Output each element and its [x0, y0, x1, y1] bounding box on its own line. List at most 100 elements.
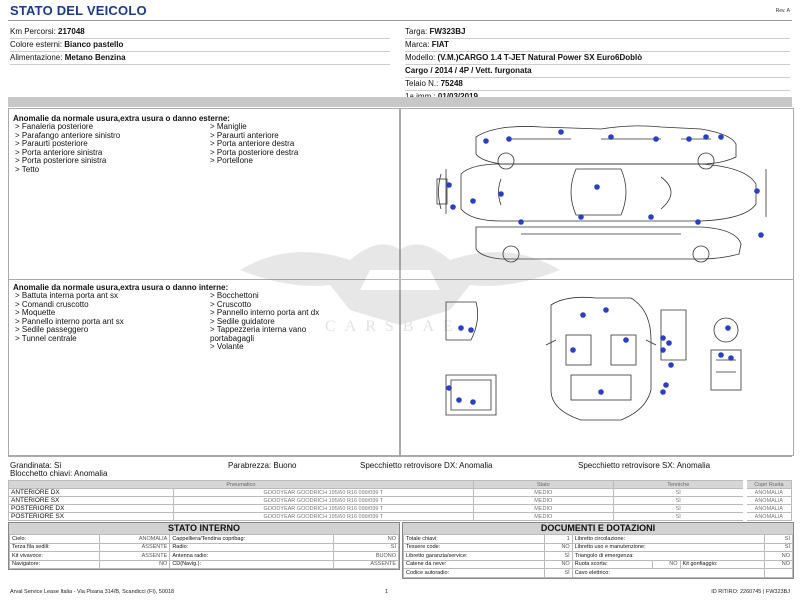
- table-row: POSTERIORE DX GOODYEAR GOODRICH 195/60 R…: [8, 504, 792, 513]
- damage-marker: [660, 389, 666, 395]
- tyre-header-tecniche: Tenniche: [612, 480, 746, 489]
- damage-marker: [470, 399, 476, 405]
- dashboard-view: [660, 309, 687, 361]
- damage-marker: [754, 188, 760, 194]
- vehicle-info-right: Targa: FW323BJ Marca: FIAT Modello: (V.M…: [405, 26, 790, 104]
- internal-damage-panel: Anomalie da normale usura,extra usura o …: [8, 279, 400, 456]
- damage-marker: [446, 385, 452, 391]
- footer-id: ID RITIRO: 2260745 | FW323BJ: [711, 589, 790, 595]
- documents-title: DOCUMENTI E DOTAZIONI: [403, 523, 793, 534]
- tyre-header-pneumatico: Pneumatico: [8, 480, 474, 489]
- model-row: Modello: (V.M.)CARGO 1.4 T-JET Natural P…: [405, 52, 790, 65]
- mirror-left-status: Specchietto retrovisore SX: Anomalia: [578, 461, 711, 470]
- page-title: STATO DEL VEICOLO: [10, 3, 147, 18]
- internal-state-title: STATO INTERNO: [9, 523, 399, 534]
- external-damage-panel: Anomalie da normale usura,extra usura o …: [8, 108, 400, 280]
- damage-marker: [518, 219, 524, 225]
- damage-marker: [456, 397, 462, 403]
- key-block-status: Blocchetto chiavi: Anomalia: [10, 469, 108, 478]
- damage-marker: [608, 134, 614, 140]
- damage-marker: [483, 138, 489, 144]
- vehicle-info-left: Km Percorsi: 217048 Colore esterni: Bian…: [10, 26, 390, 65]
- external-damage-list-2: > Maniglie > Paraurti anteriore > Porta …: [210, 122, 299, 165]
- steering-and-pedals: [710, 317, 742, 391]
- fuel-row: Alimentazione: Metano Benzina: [10, 52, 390, 65]
- windshield-status: Parabrezza: Buono: [228, 461, 297, 470]
- damage-marker: [728, 355, 734, 361]
- revision-label: Rev. A: [775, 8, 790, 14]
- damage-marker: [725, 325, 731, 331]
- footer-page-number: 1: [385, 589, 389, 595]
- damage-marker: [458, 325, 464, 331]
- tyre-header-copri: Copri Ruota: [742, 480, 792, 489]
- internal-damage-list-1: > Battuta interna porta ant sx > Comandi…: [15, 291, 124, 343]
- car-top-side-view: [475, 125, 737, 170]
- damage-marker: [660, 335, 666, 341]
- watermark-logo: CARSBAE: [230, 230, 570, 360]
- section-separator: [8, 97, 792, 107]
- damage-marker: [758, 232, 764, 238]
- damage-marker: [668, 362, 674, 368]
- km-row: Km Percorsi: 217048: [10, 26, 390, 39]
- damage-marker: [666, 340, 672, 346]
- damage-marker: [470, 198, 476, 204]
- damage-marker: [468, 327, 474, 333]
- damage-marker: [570, 347, 576, 353]
- summary-divider: [8, 456, 792, 457]
- damage-marker: [703, 134, 709, 140]
- external-damage-title: Anomalie da normale usura,extra usura o …: [13, 114, 230, 123]
- damage-marker: [558, 129, 564, 135]
- interior-plan-view: [545, 296, 657, 421]
- damage-marker: [594, 184, 600, 190]
- damage-marker: [580, 312, 586, 318]
- external-damage-list-1: > Fanaleria posteriore > Parafango anter…: [15, 122, 121, 174]
- plate-row: Targa: FW323BJ: [405, 26, 790, 39]
- damage-marker: [578, 214, 584, 220]
- external-car-diagram: [400, 108, 794, 280]
- tyre-header-stato: Stato: [472, 480, 614, 489]
- header-divider: [8, 20, 792, 21]
- table-row: ANTERIORE DX GOODYEAR GOODRICH 195/60 R1…: [8, 488, 792, 497]
- table-row: ANTERIORE SX GOODYEAR GOODRICH 195/60 R1…: [8, 496, 792, 505]
- internal-car-diagram: [400, 279, 794, 456]
- damage-marker: [506, 136, 512, 142]
- color-row: Colore esterni: Bianco pastello: [10, 39, 390, 52]
- damage-marker: [660, 347, 666, 353]
- damage-marker: [718, 352, 724, 358]
- brand-row: Marca: FIAT: [405, 39, 790, 52]
- model-row-2: Cargo / 2014 / 4P / Vett. furgonata: [405, 65, 790, 78]
- tyres-table: Pneumatico Stato Tenniche Copri Ruota AN…: [8, 480, 792, 521]
- damage-marker: [663, 382, 669, 388]
- damage-marker: [653, 136, 659, 142]
- chassis-row: Telaio N.: 75248: [405, 78, 790, 91]
- internal-damage-title: Anomalie da normale usura,extra usura o …: [13, 283, 229, 292]
- damage-marker: [603, 307, 609, 313]
- damage-marker: [623, 337, 629, 343]
- damage-marker: [498, 191, 504, 197]
- external-damage-markers: [446, 129, 764, 238]
- internal-damage-list-2: > Bocchettoni > Cruscotto > Pannello int…: [210, 291, 320, 351]
- damage-marker: [718, 134, 724, 140]
- interior-door-panels: [445, 301, 497, 416]
- table-row: POSTERIORE SX GOODYEAR GOODRICH 195/60 R…: [8, 512, 792, 521]
- damage-marker: [695, 219, 701, 225]
- watermark-text: CARSBAE: [325, 318, 462, 335]
- damage-marker: [446, 182, 452, 188]
- car-bottom-side-view: [475, 226, 742, 263]
- damage-marker: [450, 204, 456, 210]
- car-plan-view: [436, 163, 767, 222]
- damage-marker: [648, 214, 654, 220]
- footer-company: Arval Service Lease Italia - Via Pisana …: [10, 589, 175, 595]
